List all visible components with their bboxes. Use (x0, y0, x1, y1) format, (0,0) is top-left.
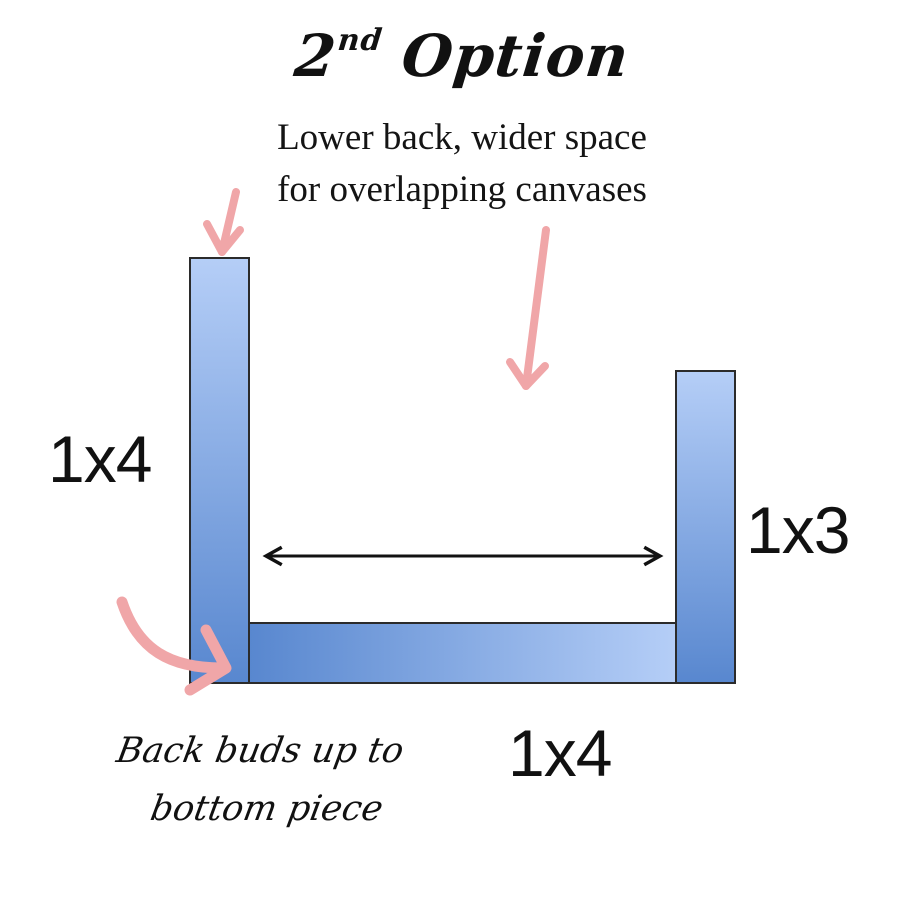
pink-arrow-middle (506, 226, 550, 390)
left-board-1x4 (189, 257, 250, 684)
joint-note: Back buds up to bottom piece (102, 722, 442, 838)
right-board-label: 1x3 (746, 493, 850, 567)
joint-note-line-2: bottom piece (147, 789, 387, 829)
bottom-board-label: 1x4 (508, 716, 612, 790)
left-board-label: 1x4 (48, 422, 152, 496)
right-board-1x3 (675, 370, 736, 684)
joint-note-line-1: Back buds up to (113, 731, 407, 771)
diagram-subtitle: Lower back, wider space for overlapping … (200, 112, 724, 216)
pink-arrow-top-left (203, 188, 244, 256)
subtitle-line-1: Lower back, wider space (277, 117, 647, 158)
subtitle-line-2: for overlapping canvases (277, 169, 647, 210)
pink-curved-arrow (116, 596, 232, 696)
bottom-board-1x4 (248, 622, 677, 684)
